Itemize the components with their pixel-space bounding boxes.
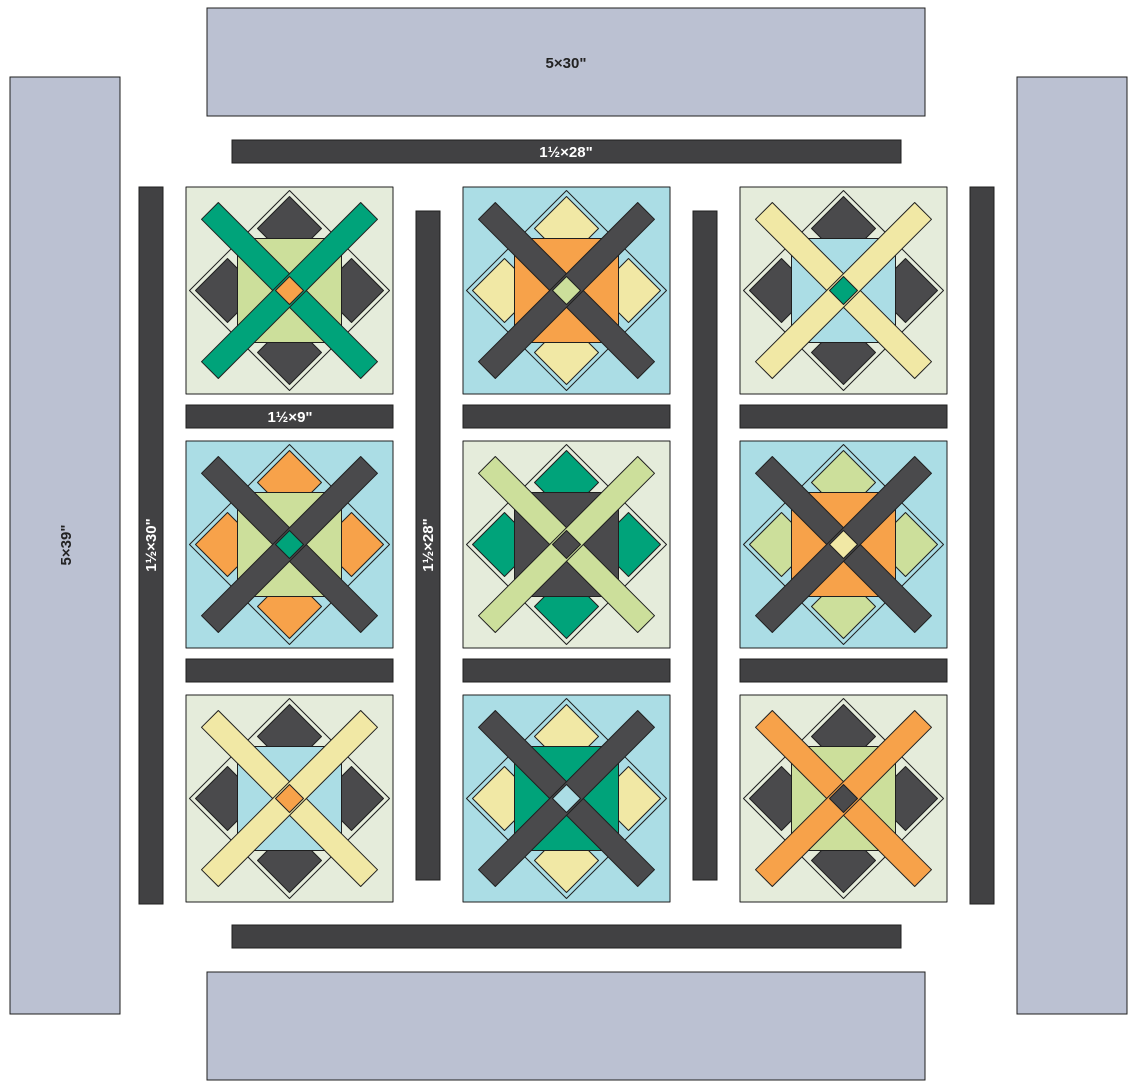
bottom-border	[207, 972, 925, 1080]
block-sashing	[740, 405, 947, 428]
bottom-sashing	[232, 925, 901, 948]
quilt-block	[186, 187, 393, 394]
quilt-blocks	[186, 187, 947, 902]
quilt-block	[463, 695, 670, 902]
quilt-block	[186, 441, 393, 648]
inner-sashing-right	[693, 211, 717, 880]
top-border-label: 5×30"	[546, 55, 587, 72]
block-sashing	[463, 405, 670, 428]
block-sashing-label: 1½×9"	[267, 409, 312, 426]
quilt-block	[186, 695, 393, 902]
quilt-block	[740, 187, 947, 394]
block-sashing	[186, 659, 393, 682]
right-side-sashing	[970, 187, 994, 904]
block-sashing	[463, 659, 670, 682]
block-sashing	[740, 659, 947, 682]
quilt-block	[740, 441, 947, 648]
side-border-label: 5×39"	[58, 525, 75, 566]
right-border	[1017, 77, 1127, 1014]
quilt-block	[463, 187, 670, 394]
top-sashing-label: 1½×28"	[539, 144, 592, 161]
side-sashing-label: 1½×30"	[143, 518, 160, 571]
inner-sashing-label: 1½×28"	[420, 518, 437, 571]
quilt-block	[463, 441, 670, 648]
quilt-block	[740, 695, 947, 902]
